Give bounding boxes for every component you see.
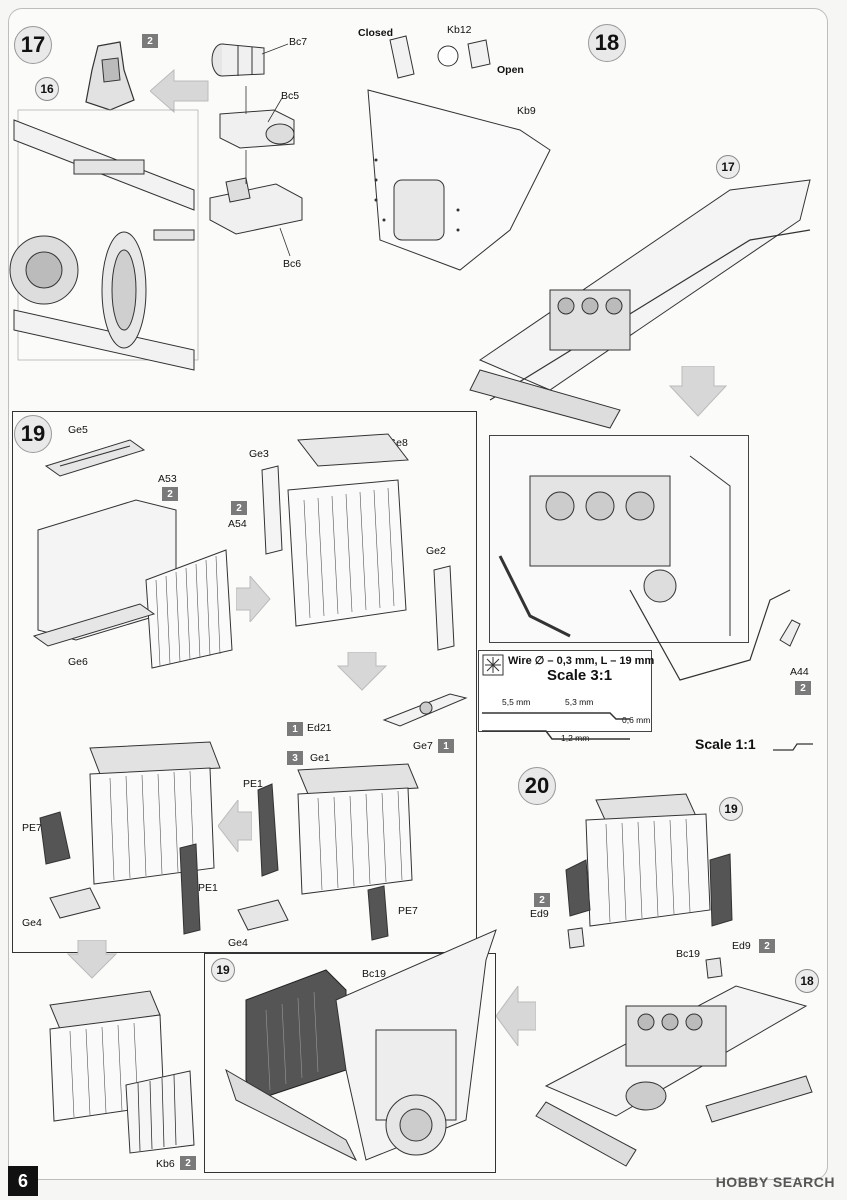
wire-icon	[482, 654, 504, 676]
ref-18-step20: 18	[795, 969, 819, 993]
label-bc19-final: Bc19	[362, 968, 386, 980]
label-bc5: Bc5	[281, 90, 300, 102]
part-ed9-right-drawing	[705, 957, 723, 979]
radiator-assembly-right	[237, 763, 419, 941]
wire-title: Wire ∅ – 0,3 mm, L – 19 mm	[508, 655, 655, 667]
label-ge4-left: Ge4	[22, 917, 42, 929]
part-bc7-drawing	[211, 43, 265, 77]
label-pe1-left-top: PE1	[243, 778, 263, 790]
arrow-right-19	[236, 576, 271, 622]
label-ge6: Ge6	[68, 656, 88, 668]
chassis-frame-drawing-18	[469, 179, 811, 429]
part-ge7-drawing	[382, 693, 468, 727]
part-ge6-drawing	[32, 603, 156, 647]
part-bc5-drawing	[219, 109, 295, 149]
step17-bracket-drawing	[85, 41, 135, 111]
label-kb9: Kb9	[517, 105, 536, 117]
ref-19-step20: 19	[719, 797, 743, 821]
dim-0-6: 0,6 mm	[622, 715, 651, 725]
scale-1-1: Scale 1:1	[695, 736, 756, 752]
part-bc6-drawing	[209, 177, 303, 235]
radiator-assembly-left	[39, 741, 221, 935]
arrow-left-20	[496, 986, 536, 1046]
page-number: 6	[8, 1166, 38, 1196]
sprue-badge-a44: 2	[795, 681, 811, 695]
label-kb6: Kb6	[156, 1158, 175, 1170]
label-a53: A53	[158, 473, 177, 485]
radiator-assembly-step20	[565, 793, 733, 927]
part-ed9-left-drawing	[567, 927, 585, 949]
step-19-number: 19	[14, 415, 52, 453]
dim-1-2: 1,2 mm	[561, 733, 590, 743]
engine-detail-box	[489, 435, 749, 643]
label-bc7: Bc7	[289, 36, 308, 48]
step-18-number: 18	[588, 24, 626, 62]
label-kb12: Kb12	[447, 24, 472, 36]
sprue-badge-ge7: 1	[438, 739, 454, 753]
label-ge4-right: Ge4	[228, 937, 248, 949]
chassis-step20-drawing	[535, 985, 813, 1167]
label-bc6: Bc6	[283, 258, 302, 270]
label-ed9-left: Ed9	[530, 908, 549, 920]
step-20-number: 20	[518, 767, 556, 805]
sprue-badge-ed21: 1	[287, 722, 303, 736]
label-ge2: Ge2	[426, 545, 446, 557]
sprue-badge-17: 2	[142, 34, 158, 48]
engine-detail-drawing	[490, 436, 748, 642]
arrow-down-19	[336, 652, 388, 691]
sprue-badge-ge1: 3	[287, 751, 303, 765]
scale-3-1: Scale 3:1	[547, 667, 613, 684]
ref-17: 17	[716, 155, 740, 179]
scale-1-1-line	[773, 743, 813, 751]
ref-19-final: 19	[211, 958, 235, 982]
ref-16: 16	[35, 77, 59, 101]
sprue-badge-ed9-right: 2	[759, 939, 775, 953]
label-ed21: Ed21	[307, 722, 332, 734]
sprue-badge-kb6: 2	[180, 1156, 196, 1170]
chassis-front-drawing-17	[9, 109, 199, 371]
label-pe1-left-bottom: PE1	[198, 882, 218, 894]
label-a44: A44	[790, 666, 809, 678]
sprue-badge-a53: 2	[162, 487, 178, 501]
label-a54: A54	[228, 518, 247, 530]
radiator-with-grille-drawing	[49, 990, 195, 1154]
final-assembly-drawing	[225, 929, 497, 1162]
arrow-down-19b	[66, 940, 118, 979]
label-bc19-step20: Bc19	[676, 948, 700, 960]
label-pe7-left: PE7	[22, 822, 42, 834]
step20-final-panel	[204, 953, 496, 1173]
sprue-badge-ed9-left: 2	[534, 893, 550, 907]
hood-side-panel-drawing	[367, 35, 551, 271]
label-ge3: Ge3	[249, 448, 269, 460]
sprue-badge-a54: 2	[231, 501, 247, 515]
label-ed9-right: Ed9	[732, 940, 751, 952]
part-ge5-drawing	[44, 439, 146, 477]
arrow-down-18	[668, 366, 728, 417]
label-ge1: Ge1	[310, 752, 330, 764]
step19-panel	[12, 411, 477, 953]
arrow-left-19	[218, 800, 252, 852]
step17-leaders	[245, 43, 291, 257]
label-closed: Closed	[358, 27, 394, 39]
label-ge7: Ge7	[413, 740, 433, 752]
label-ge5: Ge5	[68, 424, 88, 436]
label-pe7-right: PE7	[398, 905, 418, 917]
dim-5-3: 5,3 mm	[565, 697, 594, 707]
step-17-number: 17	[14, 26, 52, 64]
wire-leader-18	[629, 589, 801, 681]
radiator-assembly-drawing-top	[261, 433, 455, 651]
watermark: HOBBY SEARCH	[715, 1174, 835, 1190]
wire-bend-drawing	[482, 712, 630, 740]
label-open: Open	[497, 64, 524, 76]
dim-5-5: 5,5 mm	[502, 697, 531, 707]
